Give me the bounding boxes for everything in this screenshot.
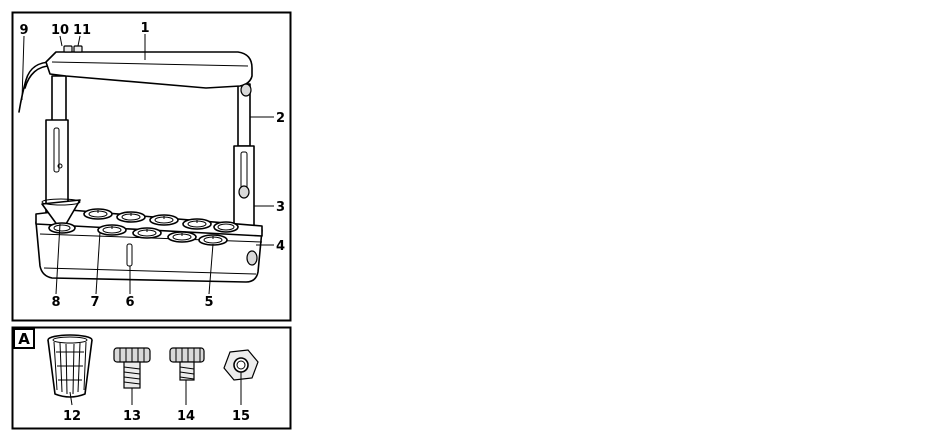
accessory-panel: A	[13, 328, 291, 429]
callout-9: 9	[19, 23, 28, 38]
left-rod	[52, 76, 66, 124]
callout-3: 3	[276, 200, 285, 215]
tank-knob	[247, 251, 257, 265]
callout-12: 12	[63, 409, 81, 424]
callout-10: 10	[51, 23, 69, 38]
tube-knob	[239, 186, 249, 198]
callout-5: 5	[204, 295, 213, 310]
callout-7: 7	[90, 295, 99, 310]
callout-13: 13	[123, 409, 141, 424]
callout-6: 6	[125, 295, 134, 310]
power-button	[64, 46, 72, 52]
callout-14: 14	[177, 409, 195, 424]
plant-basket-icon	[48, 335, 92, 397]
main-panel: 1 2 3 4 5 6 7 8 9 10 11	[13, 13, 291, 321]
callout-2: 2	[276, 111, 285, 126]
callout-1: 1	[140, 21, 149, 36]
callout-11: 11	[73, 23, 91, 38]
panel-label: A	[18, 330, 30, 348]
callout-8: 8	[51, 295, 60, 310]
lamp-knob	[241, 84, 251, 96]
callout-4: 4	[276, 239, 285, 254]
callout-15: 15	[232, 409, 250, 424]
timer-button	[74, 46, 82, 52]
